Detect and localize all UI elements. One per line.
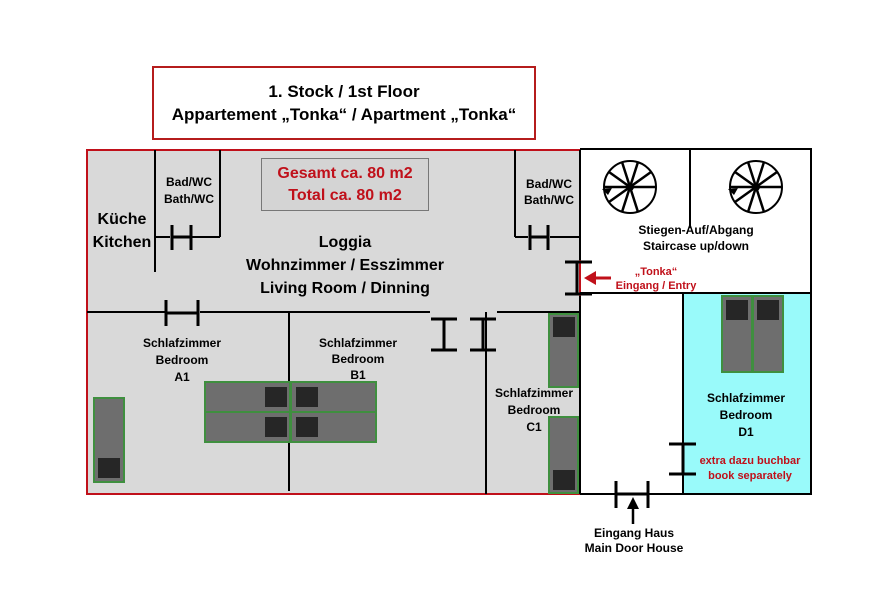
door-bath-right[interactable] bbox=[528, 225, 550, 250]
pillow bbox=[553, 317, 575, 337]
pillow bbox=[296, 417, 318, 437]
extra-booking-label: extra dazu buchbar book separately bbox=[699, 455, 801, 482]
title-apartment: Appartement „Tonka“ / Apartment „Tonka“ bbox=[171, 105, 517, 124]
main-door-label: Eingang Haus Main Door House bbox=[584, 526, 684, 555]
room-label-kitchen: Küche Kitchen bbox=[92, 211, 152, 251]
entry-label: „Tonka“ Eingang / Entry bbox=[615, 266, 697, 292]
door-tonka-entry[interactable] bbox=[565, 260, 592, 296]
pillow bbox=[757, 300, 779, 320]
arrow-main-door bbox=[627, 497, 639, 524]
pillow bbox=[553, 470, 575, 490]
walls bbox=[87, 148, 812, 495]
room-label-bath-right: Bad/WC Bath/WC bbox=[524, 177, 574, 207]
title-box: 1. Stock / 1st Floor Appartement „Tonka“… bbox=[152, 66, 536, 140]
room-label-loggia: Loggia Wohnzimmer / Esszimmer Living Roo… bbox=[246, 234, 444, 297]
pillow bbox=[726, 300, 748, 320]
room-label-bedroom-c1: Schlafzimmer Bedroom C1 bbox=[494, 386, 574, 434]
door-kitchen[interactable] bbox=[170, 225, 193, 250]
pillow bbox=[98, 458, 120, 478]
room-label-bedroom-d1: Schlafzimmer Bedroom D1 bbox=[706, 391, 786, 439]
door-bedroom-b1[interactable] bbox=[431, 317, 457, 352]
staircase-icon bbox=[728, 160, 783, 214]
room-label-bedroom-a1: Schlafzimmer Bedroom A1 bbox=[142, 336, 222, 384]
title-floor: 1. Stock / 1st Floor bbox=[268, 82, 420, 101]
door-main-house[interactable] bbox=[614, 481, 650, 508]
pillow bbox=[265, 417, 287, 437]
total-area-en: Total ca. 80 m2 bbox=[288, 186, 402, 204]
door-bedroom-d1[interactable] bbox=[669, 442, 696, 476]
pillow bbox=[296, 387, 318, 407]
room-label-staircase: Stiegen-Auf/Abgang Staircase up/down bbox=[638, 223, 754, 253]
door-bedroom-a1[interactable] bbox=[164, 300, 200, 326]
door-bedroom-c1[interactable] bbox=[470, 317, 496, 352]
total-area-box: Gesamt ca. 80 m2 Total ca. 80 m2 bbox=[261, 158, 429, 211]
room-label-bath-left: Bad/WC Bath/WC bbox=[164, 175, 214, 206]
room-label-bedroom-b1: Schlafzimmer Bedroom B1 bbox=[318, 336, 398, 382]
total-area-de: Gesamt ca. 80 m2 bbox=[277, 164, 413, 182]
arrow-entry bbox=[584, 271, 611, 285]
pillow bbox=[265, 387, 287, 407]
staircase-icon bbox=[602, 160, 657, 214]
